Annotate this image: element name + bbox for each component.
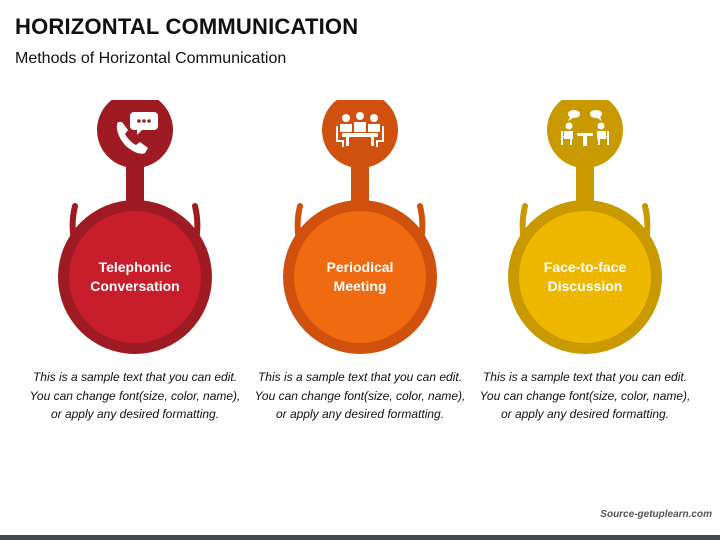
method-description: This is a sample text that you can edit.… <box>254 370 466 421</box>
method-telephonic-conversation: Telephonic Conversation This is a sample… <box>20 100 250 440</box>
face-to-face-discussion-icon <box>561 110 609 146</box>
page-title: HORIZONTAL COMMUNICATION <box>15 14 359 39</box>
meeting-table-icon <box>336 112 384 147</box>
method-badge-graphic <box>283 100 437 354</box>
method-periodical-meeting: Periodical Meeting This is a sample text… <box>245 100 475 440</box>
method-badge-graphic <box>508 100 662 354</box>
method-label: Periodical Meeting <box>326 259 394 294</box>
method-face-to-face-discussion: Face-to-face Discussion This is a sample… <box>470 100 700 440</box>
method-label: Telephonic Conversation <box>90 259 180 294</box>
method-description: This is a sample text that you can edit.… <box>29 370 241 421</box>
method-badge-graphic <box>58 100 212 354</box>
telephone-chat-icon <box>116 112 158 154</box>
page-subtitle: Methods of Horizontal Communication <box>15 50 287 67</box>
method-description: This is a sample text that you can edit.… <box>479 370 691 421</box>
method-label: Face-to-face Discussion <box>543 259 627 294</box>
bottom-bar <box>0 535 720 540</box>
source-credit: Source-getuplearn.com <box>600 509 712 520</box>
